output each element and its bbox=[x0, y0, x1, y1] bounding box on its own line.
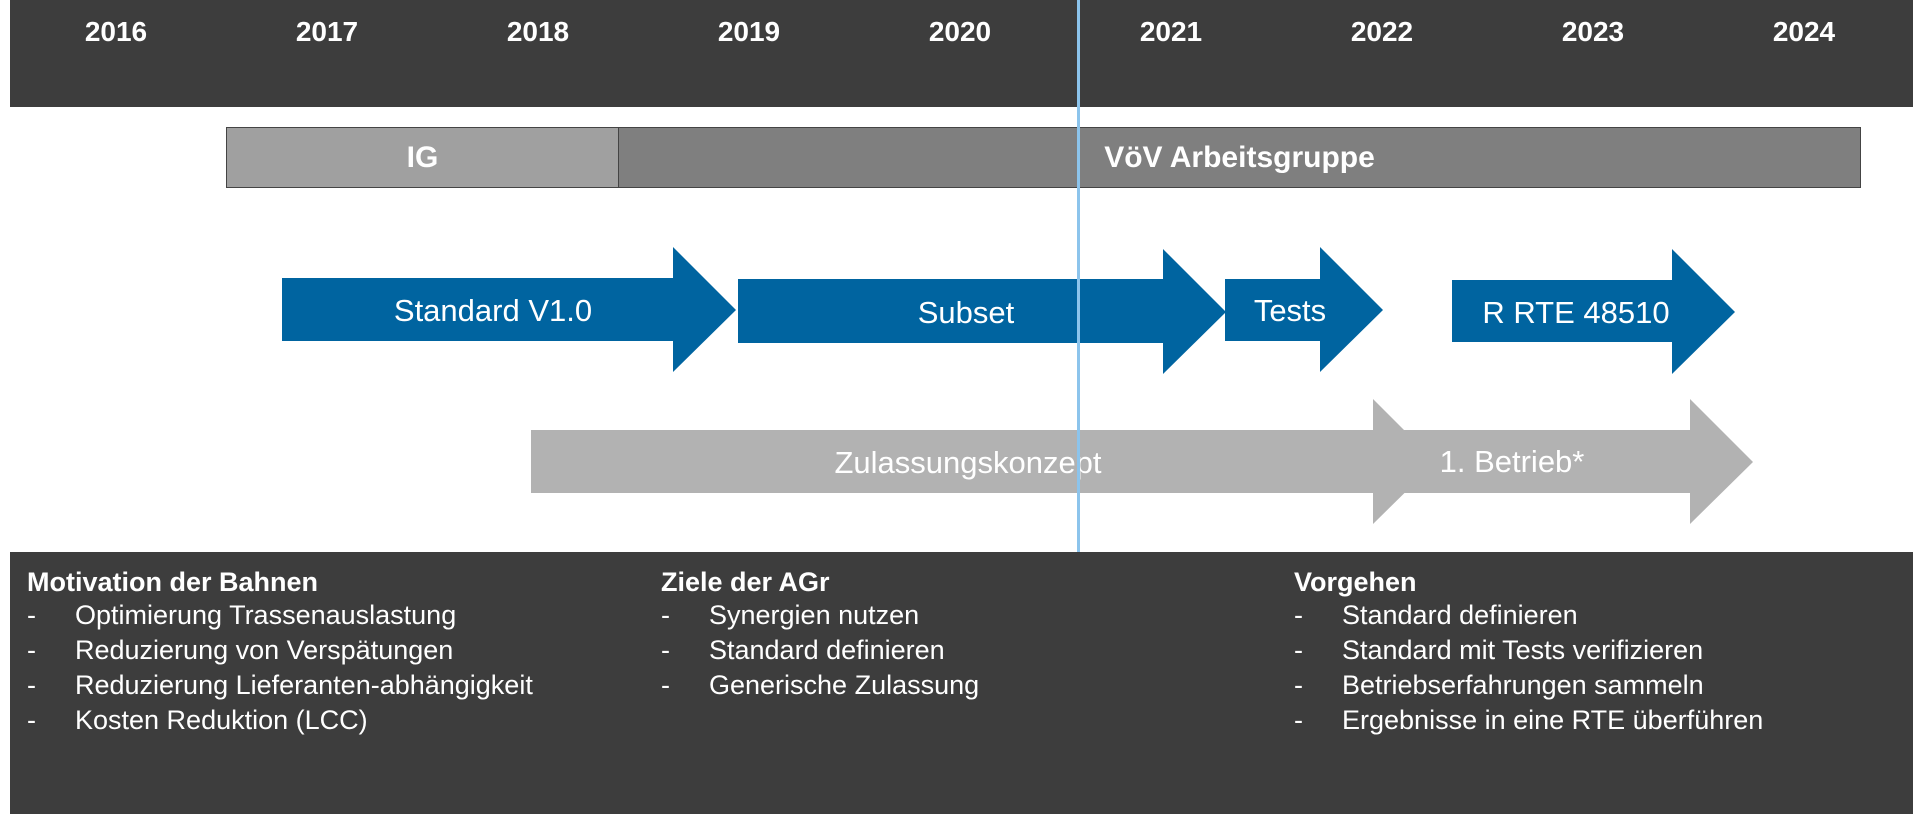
motivation-column: Motivation der Bahnen -Optimierung Trass… bbox=[27, 566, 533, 738]
year-header-bar: 2016 2017 2018 2019 2020 2021 2022 2023 … bbox=[10, 0, 1913, 107]
bullet-dash: - bbox=[27, 600, 36, 630]
phase-ig: IG bbox=[226, 127, 619, 188]
arrow-r-rte-48510-label: R RTE 48510 bbox=[1482, 295, 1669, 330]
arrow-tests: Tests bbox=[1225, 247, 1383, 372]
phase-vov-arbeitsgruppe: VöV Arbeitsgruppe bbox=[618, 127, 1861, 188]
arrow-zulassungskonzept: Zulassungskonzept bbox=[531, 399, 1436, 524]
arrow-betrieb: 1. Betrieb* bbox=[1372, 399, 1753, 524]
motivation-item: -Kosten Reduktion (LCC) bbox=[27, 703, 533, 738]
vorgehen-item: -Betriebserfahrungen sammeln bbox=[1294, 668, 1763, 703]
year-label-2017: 2017 bbox=[295, 16, 359, 47]
arrow-standard-v1: Standard V1.0 bbox=[282, 247, 736, 372]
ziele-column: Ziele der AGr -Synergien nutzen -Standar… bbox=[661, 566, 979, 703]
ziele-item: -Generische Zulassung bbox=[661, 668, 979, 703]
current-date-marker-line bbox=[1077, 0, 1080, 552]
bullet-dash: - bbox=[1294, 635, 1303, 665]
arrow-standard-v1-label: Standard V1.0 bbox=[394, 293, 592, 328]
vorgehen-column: Vorgehen -Standard definieren -Standard … bbox=[1294, 566, 1763, 738]
bullet-dash: - bbox=[661, 670, 670, 700]
arrow-subset: Subset bbox=[738, 249, 1226, 374]
year-label-2023: 2023 bbox=[1561, 16, 1625, 47]
motivation-item: -Optimierung Trassenauslastung bbox=[27, 598, 533, 633]
ziele-title: Ziele der AGr bbox=[661, 567, 830, 597]
arrow-zulassungskonzept-label: Zulassungskonzept bbox=[834, 445, 1101, 480]
arrow-tests-label: Tests bbox=[1254, 293, 1326, 328]
year-label-2022: 2022 bbox=[1350, 16, 1414, 47]
bullet-dash: - bbox=[1294, 600, 1303, 630]
bullet-dash: - bbox=[661, 635, 670, 665]
bullet-dash: - bbox=[661, 600, 670, 630]
motivation-item: -Reduzierung Lieferanten-abhängigkeit bbox=[27, 668, 533, 703]
vorgehen-item: -Ergebnisse in eine RTE überführen bbox=[1294, 703, 1763, 738]
arrow-r-rte-48510: R RTE 48510 bbox=[1452, 249, 1735, 374]
bullet-dash: - bbox=[1294, 705, 1303, 735]
bullet-dash: - bbox=[27, 670, 36, 700]
vorgehen-title: Vorgehen bbox=[1294, 567, 1417, 597]
year-label-2021: 2021 bbox=[1139, 16, 1203, 47]
ziele-item: -Standard definieren bbox=[661, 633, 979, 668]
vorgehen-item: -Standard mit Tests verifizieren bbox=[1294, 633, 1763, 668]
vorgehen-item: -Standard definieren bbox=[1294, 598, 1763, 633]
motivation-item: -Reduzierung von Verspätungen bbox=[27, 633, 533, 668]
arrow-betrieb-label: 1. Betrieb* bbox=[1440, 444, 1585, 479]
motivation-title: Motivation der Bahnen bbox=[27, 567, 319, 597]
year-label-2016: 2016 bbox=[84, 16, 148, 47]
bullet-dash: - bbox=[1294, 670, 1303, 700]
ziele-item: -Synergien nutzen bbox=[661, 598, 979, 633]
info-panel: Motivation der Bahnen -Optimierung Trass… bbox=[10, 552, 1913, 814]
bullet-dash: - bbox=[27, 635, 36, 665]
bullet-dash: - bbox=[27, 705, 36, 735]
year-label-2024: 2024 bbox=[1772, 16, 1836, 47]
year-label-2019: 2019 bbox=[717, 16, 781, 47]
arrow-subset-label: Subset bbox=[918, 295, 1015, 330]
year-label-2020: 2020 bbox=[928, 16, 992, 47]
year-label-2018: 2018 bbox=[506, 16, 570, 47]
